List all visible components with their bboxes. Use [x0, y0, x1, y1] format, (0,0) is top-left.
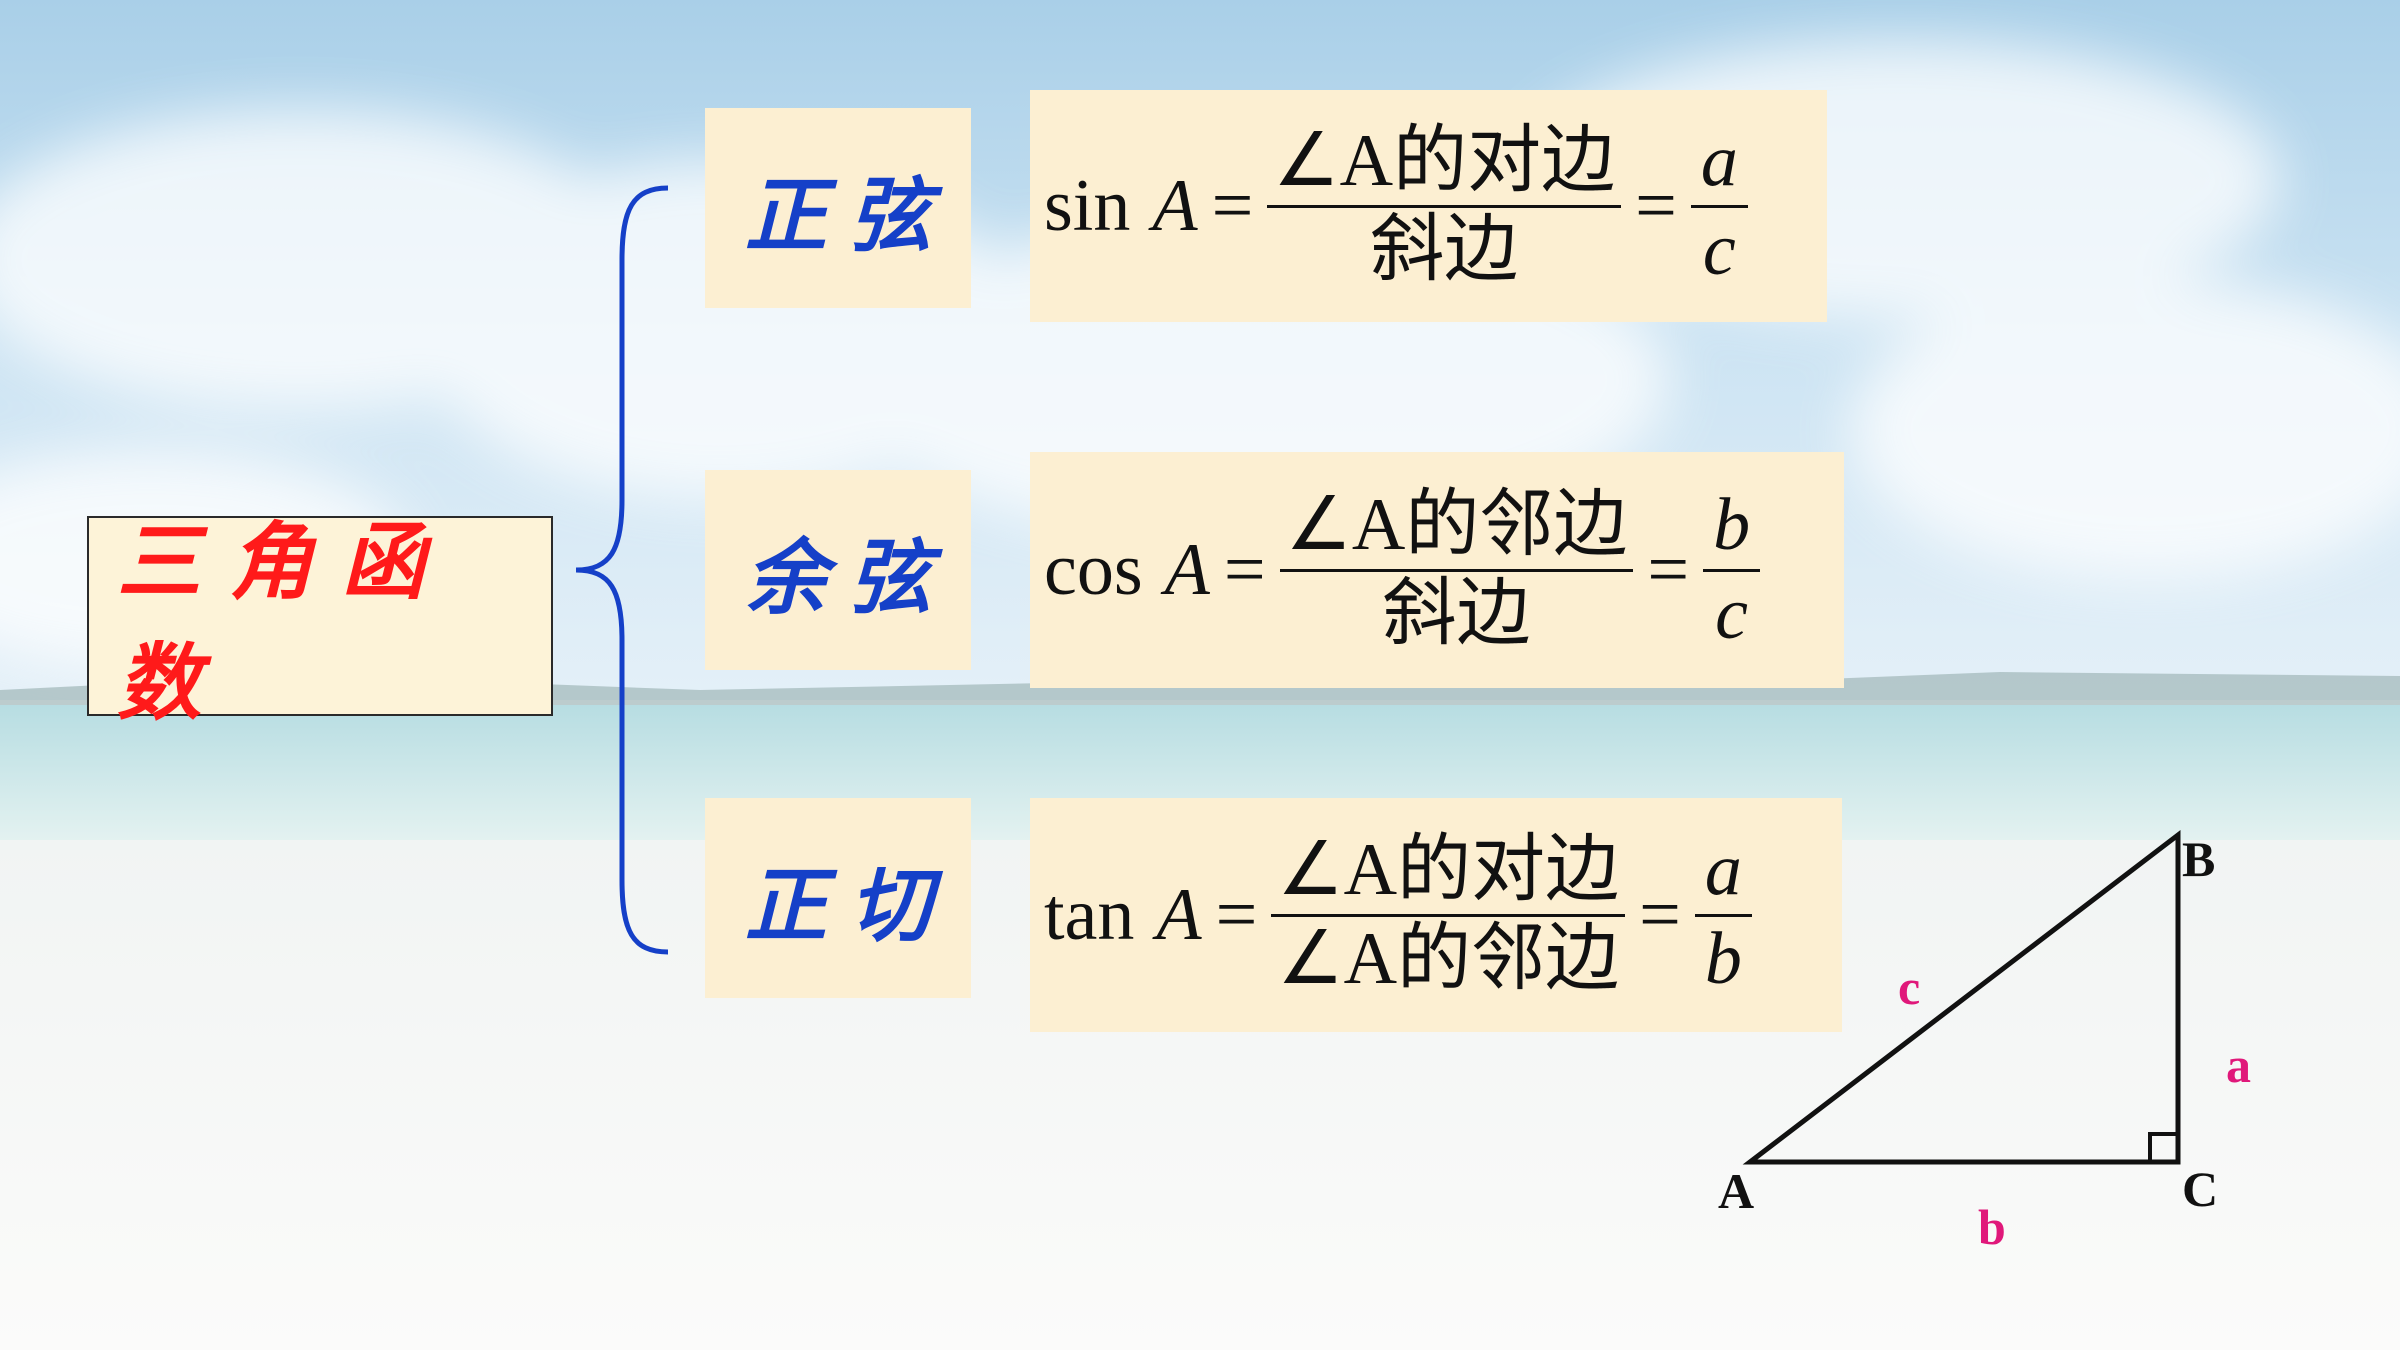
- fraction-words: ∠A的对边 ∠A的邻边: [1271, 828, 1626, 1000]
- side-b-label: b: [1978, 1199, 2006, 1255]
- fraction-bar: [1703, 568, 1761, 572]
- curly-brace: [575, 185, 669, 955]
- func-name-tan: tan: [1044, 873, 1135, 956]
- side-a-label: a: [2226, 1037, 2251, 1093]
- fraction-letters: a b: [1694, 828, 1752, 1000]
- label-sine: 正弦: [745, 167, 953, 264]
- ratio-numerator: a: [1700, 119, 1738, 202]
- var-a: A: [1152, 164, 1198, 247]
- main-topic-label: 三角函数: [117, 512, 454, 732]
- equals-sign: =: [1639, 873, 1681, 956]
- denominator-words: 斜边: [1370, 208, 1519, 291]
- vertex-a-label: A: [1718, 1163, 1755, 1219]
- label-tangent: 正切: [745, 857, 953, 954]
- ratio-denominator: c: [1715, 572, 1749, 655]
- numerator-words: ∠A的邻边: [1285, 483, 1628, 566]
- formula-cosine-box: cos A = ∠A的邻边 斜边 = b c: [1030, 452, 1844, 688]
- equals-sign: =: [1223, 528, 1266, 611]
- numerator-words: ∠A的对边: [1273, 119, 1616, 202]
- equals-sign: =: [1215, 873, 1258, 956]
- formula-tangent-box: tan A = ∠A的对边 ∠A的邻边 = a b: [1030, 798, 1842, 1032]
- ratio-numerator: b: [1713, 483, 1751, 566]
- side-c-label: c: [1898, 959, 1921, 1015]
- formula-cosine: cos A = ∠A的邻边 斜边 = b c: [1030, 483, 1761, 655]
- vertex-b-label: B: [2182, 831, 2216, 887]
- label-tangent-box: 正切: [705, 798, 971, 998]
- formula-tangent: tan A = ∠A的对边 ∠A的邻边 = a b: [1030, 828, 1752, 1000]
- fraction-bar: [1267, 204, 1622, 208]
- fraction-bar: [1690, 204, 1748, 208]
- denominator-words: 斜边: [1382, 572, 1531, 655]
- equals-sign: =: [1635, 164, 1677, 247]
- triangle-outline: [1742, 829, 2181, 1165]
- ratio-numerator: a: [1704, 828, 1742, 911]
- vertex-c-label: C: [2182, 1161, 2219, 1217]
- fraction-words: ∠A的对边 斜边: [1267, 119, 1622, 291]
- func-name-sin: sin: [1044, 164, 1131, 247]
- numerator-words: ∠A的对边: [1277, 828, 1620, 911]
- ratio-denominator: b: [1704, 917, 1742, 1000]
- formula-sine: sin A = ∠A的对边 斜边 = a c: [1030, 119, 1748, 291]
- equals-sign: =: [1647, 528, 1690, 611]
- fraction-bar: [1279, 568, 1634, 572]
- func-name-cos: cos: [1044, 528, 1143, 611]
- denominator-words: ∠A的邻边: [1277, 917, 1620, 1000]
- var-a: A: [1156, 873, 1202, 956]
- ratio-denominator: c: [1702, 208, 1736, 291]
- var-a: A: [1164, 528, 1210, 611]
- fraction-bar: [1271, 913, 1626, 917]
- right-angle-mark: [2148, 1132, 2178, 1162]
- fraction-letters: a c: [1690, 119, 1748, 291]
- fraction-words: ∠A的邻边 斜边: [1279, 483, 1634, 655]
- label-cosine-box: 余弦: [705, 470, 971, 670]
- equals-sign: =: [1211, 164, 1254, 247]
- fraction-bar: [1694, 913, 1752, 917]
- formula-sine-box: sin A = ∠A的对边 斜边 = a c: [1030, 90, 1827, 322]
- right-triangle: [1742, 829, 2181, 1165]
- main-topic-box: 三角函数: [87, 512, 553, 732]
- label-sine-box: 正弦: [705, 108, 971, 308]
- label-cosine: 余弦: [745, 529, 953, 626]
- fraction-letters: b c: [1703, 483, 1761, 655]
